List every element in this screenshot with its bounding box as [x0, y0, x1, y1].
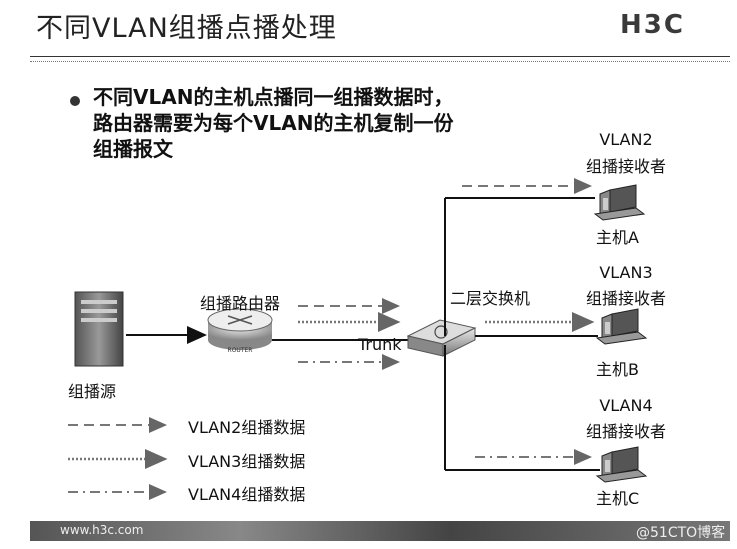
receiver-c-vlan: VLAN4 [599, 396, 653, 415]
switch-icon [406, 319, 477, 357]
legend-vlan4-label: VLAN4组播数据 [188, 485, 306, 504]
host-a-label: 主机A [596, 228, 639, 247]
legend-vlan3-label: VLAN3组播数据 [188, 452, 306, 471]
switch-label: 二层交换机 [450, 289, 531, 308]
router-icon: ROUTER [207, 308, 273, 354]
bullet-line-3: 组播报文 [93, 137, 173, 161]
h3c-logo: H3C [620, 10, 685, 40]
bullet-text: 不同VLAN的主机点播同一组播数据时， 路由器需要为每个VLAN的主机复制一份 … [93, 84, 563, 162]
legend-vlan2-label: VLAN2组播数据 [188, 418, 306, 437]
title-divider-dotted [30, 61, 730, 62]
receiver-a-vlan: VLAN2 [599, 130, 653, 149]
receiver-c-role: 组播接收者 [585, 422, 666, 441]
page-title: 不同VLAN组播点播处理 [36, 13, 337, 44]
bullet-line-2: 路由器需要为每个VLAN的主机复制一份 [93, 111, 454, 135]
host-c-label: 主机C [596, 489, 640, 508]
title-divider [30, 56, 730, 57]
footer-url: www.h3c.com [60, 523, 144, 537]
host-a-pc-icon [593, 184, 646, 221]
host-b-label: 主机B [596, 360, 639, 379]
receiver-a-role: 组播接收者 [585, 157, 666, 176]
receiver-b-role: 组播接收者 [585, 289, 666, 308]
footer-bar [30, 521, 730, 541]
router-label: 组播路由器 [200, 294, 281, 313]
receiver-b-vlan: VLAN3 [599, 263, 653, 282]
router-text: ROUTER [228, 347, 253, 354]
trunk-label: Trunk [358, 335, 402, 354]
bullet-line-1: 不同VLAN的主机点播同一组播数据时， [93, 85, 454, 109]
watermark: @51CTO博客 [636, 525, 726, 541]
host-b-pc-icon [595, 308, 648, 345]
bullet-icon [70, 96, 80, 106]
server-icon [74, 291, 124, 367]
host-c-pc-icon [595, 446, 648, 483]
source-label: 组播源 [68, 382, 117, 401]
